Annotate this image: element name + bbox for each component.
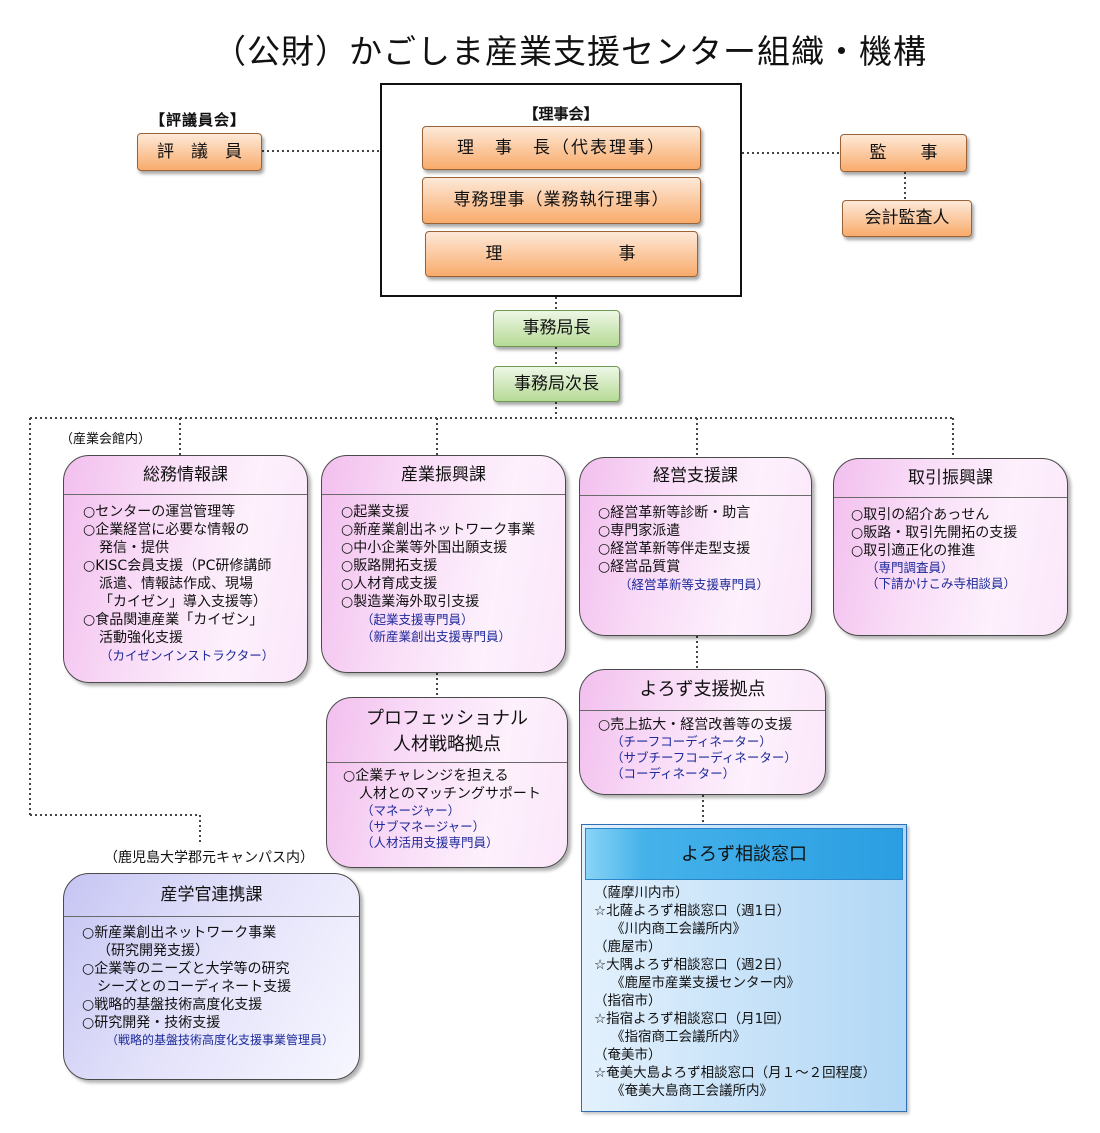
staff-role: （コーディネーター） [611, 766, 736, 781]
desks-title: よろず相談窓口 [585, 828, 903, 880]
board-label: 【理事会】 [523, 105, 599, 123]
staff-role: （新産業創出支援専門員） [361, 629, 512, 644]
board-of-directors-frame: 【理事会】 理 事 長（代表理事） 専務理事（業務執行理事） 理 事 [380, 83, 742, 297]
division-title: 総務情報課 [64, 456, 307, 495]
industry-promotion-division: 産業振興課 ○起業支援 ○新産業創出ネットワーク事業 ○中小企業等外国出願支援 … [321, 455, 566, 673]
desk-city: （奄美市） [594, 1047, 662, 1063]
duty-item-continuation: 活動強化支援 [99, 630, 183, 646]
industry-hall-location-label: （産業会館内） [60, 432, 152, 447]
duty-item: ○新産業創出ネットワーク事業 [82, 925, 277, 941]
staff-role: （サブマネージャー） [361, 819, 486, 834]
desk-list: （薩摩川内市） ☆北薩よろず相談窓口（週1日） 《川内商工会議所内》 （鹿屋市）… [582, 883, 906, 1100]
duty-item-continuation: 「カイゼン」導入支援等） [99, 594, 267, 610]
duty-item: ○企業等のニーズと大学等の研究 [82, 961, 290, 977]
staff-role: （起業支援専門員） [361, 612, 474, 627]
division-duties: ○取引の紹介あっせん ○販路・取引先開拓の支援 ○取引適正化の推進 （専門調査員… [834, 498, 1067, 592]
accounting-auditor-box: 会計監査人 [842, 200, 972, 237]
duty-item: ○研究開発・技術支援 [82, 1015, 221, 1031]
duty-item: ○中小企業等外国出願支援 [341, 540, 508, 556]
division-title: プロフェッショナル 人材戦略拠点 [327, 698, 567, 763]
duty-item: ○戦略的基盤技術高度化支援 [82, 997, 263, 1013]
desk-city: （指宿市） [594, 993, 662, 1009]
auditors-box: 監 事 [840, 134, 967, 172]
division-duties: ○新産業創出ネットワーク事業 （研究開発支援） ○企業等のニーズと大学等の研究 … [64, 917, 359, 1048]
duty-item-continuation: シーズとのコーディネート支援 [97, 979, 292, 995]
division-duties: ○売上拡大・経営改善等の支援 （チーフコーディネーター） （サブチーフコーディネ… [580, 711, 825, 782]
staff-role: （専門調査員） [866, 560, 954, 575]
executive-director-box: 専務理事（業務執行理事） [422, 177, 701, 224]
division-title-line: プロフェッショナル [366, 708, 528, 729]
trade-promotion-division: 取引振興課 ○取引の紹介あっせん ○販路・取引先開拓の支援 ○取引適正化の推進 … [833, 458, 1068, 636]
staff-role: （マネージャー） [361, 803, 461, 818]
duty-item: ○取引の紹介あっせん [851, 507, 990, 523]
page-title: （公財）かごしま産業支援センター組織・機構 [213, 32, 927, 71]
desk-name: ☆指宿よろず相談窓口（月1回） [594, 1011, 791, 1027]
directors-box: 理 事 [425, 231, 698, 277]
duty-item: ○売上拡大・経営改善等の支援 [598, 717, 793, 733]
division-duties: ○企業チャレンジを担える 人材とのマッチングサポート （マネージャー） （サブマ… [327, 763, 567, 851]
duty-item-continuation: （研究開発支援） [97, 943, 209, 959]
desk-city: （薩摩川内市） [594, 885, 689, 901]
duty-item: ○企業経営に必要な情報の [83, 522, 250, 538]
duty-item: ○起業支援 [341, 504, 410, 520]
staff-role: （サブチーフコーディネーター） [611, 750, 797, 765]
industry-academia-government-division: 産学官連携課 ○新産業創出ネットワーク事業 （研究開発支援） ○企業等のニーズと… [63, 873, 360, 1080]
division-title: 産学官連携課 [64, 874, 359, 917]
duty-item: ○KISC会員支援（PC研修講師 [83, 558, 272, 574]
staff-role: （チーフコーディネーター） [611, 734, 772, 749]
council-label: 【評議員会】 [150, 111, 247, 129]
council-members-box: 評 議 員 [137, 133, 262, 171]
university-campus-location-label: （鹿児島大学郡元キャンパス内） [104, 850, 314, 866]
division-duties: ○起業支援 ○新産業創出ネットワーク事業 ○中小企業等外国出願支援 ○販路開拓支… [322, 495, 565, 645]
duty-item: ○企業チャレンジを担える [343, 768, 509, 784]
duty-item: ○販路・取引先開拓の支援 [851, 525, 1018, 541]
desk-name: ☆北薩よろず相談窓口（週1日） [594, 903, 791, 919]
duty-item: ○センターの運営管理等 [83, 504, 236, 520]
duty-item-continuation: 発信・提供 [99, 540, 169, 556]
duty-item: ○経営革新等伴走型支援 [598, 541, 751, 557]
desk-venue: 《川内商工会議所内》 [611, 921, 746, 937]
staff-role: （カイゼンインストラクター） [100, 648, 275, 663]
duty-item: ○専門家派遣 [598, 523, 681, 539]
desk-venue: 《奄美大島商工会議所内》 [611, 1083, 773, 1099]
staff-role: （戦略的基盤技術高度化支援事業管理員） [106, 1033, 335, 1047]
deputy-director-general-box: 事務局次長 [493, 366, 620, 402]
desk-name: ☆奄美大島よろず相談窓口（月１～２回程度） [594, 1065, 877, 1081]
staff-role: （経営革新等支援専門員） [619, 577, 770, 592]
desk-city: （鹿屋市） [594, 939, 662, 955]
professional-hr-strategy-base: プロフェッショナル 人材戦略拠点 ○企業チャレンジを担える 人材とのマッチングサ… [326, 697, 568, 868]
duty-item: ○製造業海外取引支援 [341, 594, 480, 610]
management-support-division: 経営支援課 ○経営革新等診断・助言 ○専門家派遣 ○経営革新等伴走型支援 ○経営… [579, 457, 812, 636]
duty-item: ○取引適正化の推進 [851, 543, 976, 559]
division-title: 取引振興課 [834, 459, 1067, 498]
duty-item: ○経営革新等診断・助言 [598, 505, 751, 521]
duty-item: ○経営品質賞 [598, 559, 681, 575]
duty-item-continuation: 人材とのマッチングサポート [359, 786, 541, 802]
yorozu-consultation-desks: よろず相談窓口 （薩摩川内市） ☆北薩よろず相談窓口（週1日） 《川内商工会議所… [581, 824, 907, 1112]
division-duties: ○経営革新等診断・助言 ○専門家派遣 ○経営革新等伴走型支援 ○経営品質賞 （経… [580, 496, 811, 593]
division-title: 産業振興課 [322, 456, 565, 495]
duty-item: ○人材育成支援 [341, 576, 438, 592]
staff-role: （人材活用支援専門員） [361, 835, 499, 850]
chairman-box: 理 事 長（代表理事） [422, 126, 701, 170]
duty-item: ○食品関連産業「カイゼン」 [83, 612, 264, 628]
division-title: 経営支援課 [580, 458, 811, 496]
director-general-box: 事務局長 [493, 310, 620, 347]
general-affairs-division: 総務情報課 ○センターの運営管理等 ○企業経営に必要な情報の 発信・提供 ○KI… [63, 455, 308, 683]
division-title-line: 人材戦略拠点 [393, 734, 501, 755]
division-duties: ○センターの運営管理等 ○企業経営に必要な情報の 発信・提供 ○KISC会員支援… [64, 495, 307, 664]
duty-item-continuation: 派遣、情報誌作成、現場 [99, 576, 253, 592]
duty-item: ○新産業創出ネットワーク事業 [341, 522, 536, 538]
duty-item: ○販路開拓支援 [341, 558, 438, 574]
division-title: よろず支援拠点 [580, 670, 825, 711]
desk-venue: 《指宿商工会議所内》 [611, 1029, 746, 1045]
staff-role: （下請かけこみ寺相談員） [866, 576, 1017, 591]
desk-name: ☆大隅よろず相談窓口（週2日） [594, 957, 791, 973]
yorozu-support-base: よろず支援拠点 ○売上拡大・経営改善等の支援 （チーフコーディネーター） （サブ… [579, 669, 826, 795]
desk-venue: 《鹿屋市産業支援センター内》 [611, 975, 800, 991]
